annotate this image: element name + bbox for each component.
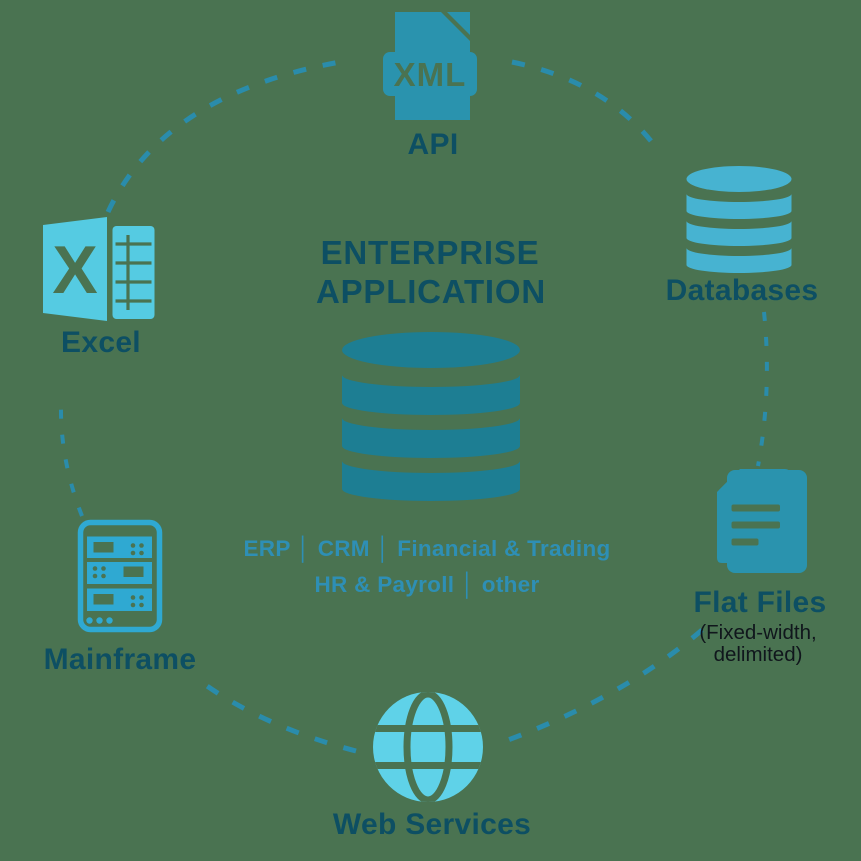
databases-band: [686, 194, 792, 219]
xml-file-fold-corner: [447, 12, 470, 35]
excel-icon: X: [43, 217, 155, 321]
databases-band: [686, 248, 792, 273]
xml-file-banner: [383, 52, 477, 96]
flat-files-fold-corner: [719, 471, 738, 490]
xml-file-icon: XML: [383, 12, 477, 120]
ring-arc-left: [58, 403, 84, 517]
excel-sheet-grid: [115, 235, 152, 310]
excel-sheet: [112, 226, 155, 319]
databases-top-ellipse: [686, 166, 792, 192]
excel-label: Excel: [61, 326, 141, 359]
xml-file-text: XML: [394, 56, 467, 93]
enterprise-title-line2: APPLICATION: [315, 273, 547, 310]
ring-arc-topright: [511, 59, 661, 152]
mainframe-label: Mainframe: [43, 643, 197, 676]
excel-cover-letter: X: [52, 232, 97, 308]
systems-list-line2: HR & Payroll │ other: [314, 572, 540, 597]
center-db-top-ellipse: [342, 332, 520, 368]
center-db-band: [342, 418, 520, 458]
flat-files-caption-line2: delimited): [713, 643, 803, 666]
center-db-band: [342, 461, 520, 501]
flat-files-text-lines: [731, 504, 780, 546]
dashed-ring: [58, 57, 769, 754]
databases-label: Databases: [665, 274, 819, 307]
ring-arc-right: [756, 311, 769, 467]
globe-sphere: [373, 692, 483, 802]
flat-files-label: Flat Files: [693, 586, 827, 619]
mainframe-chassis: [77, 519, 163, 633]
systems-list-line1: ERP │ CRM │ Financial & Trading: [243, 536, 611, 561]
web-services-globe-icon: [373, 692, 483, 802]
flat-files-caption-line1: (Fixed-width,: [699, 621, 817, 644]
mainframe-icon: [77, 519, 163, 633]
enterprise-title-line1: ENTERPRISE: [320, 234, 540, 271]
api-label: API: [407, 128, 459, 161]
ring-arc-bottomleft: [205, 683, 357, 754]
mainframe-unit-details: [92, 542, 144, 608]
databases-band: [686, 221, 792, 246]
enterprise-database-icon: [342, 332, 520, 501]
excel-cover: [43, 217, 107, 321]
databases-icon: [686, 166, 792, 273]
flat-files-icon: [717, 469, 807, 573]
globe-meridians: [373, 692, 483, 802]
center-db-band: [342, 375, 520, 415]
ring-arc-bottomright: [496, 628, 704, 747]
ring-arc-topleft: [105, 57, 353, 214]
web-services-label: Web Services: [332, 808, 532, 841]
